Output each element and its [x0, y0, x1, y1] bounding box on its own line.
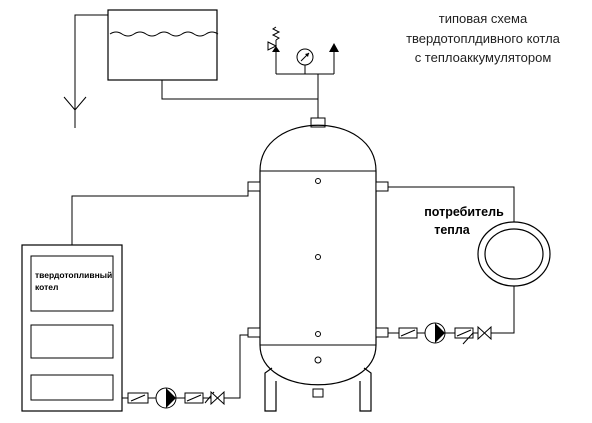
- heat-accumulator-tank: [247, 117, 389, 412]
- boiler-label-line-2: котел: [35, 282, 58, 292]
- sensor-port-bottom: [314, 356, 322, 364]
- nozzle-right-top: [375, 181, 389, 192]
- consumer-check-valve-icon: [462, 332, 474, 345]
- expansion-pipe: [161, 80, 319, 118]
- water-surface-wave: [109, 31, 219, 37]
- nozzle-left-top: [247, 181, 261, 192]
- return-shutoff-valve-icon: [210, 390, 225, 406]
- boiler-supply-pipe: [71, 187, 249, 245]
- overflow-line: [63, 14, 108, 128]
- solid-fuel-boiler: твердотопливный котел: [21, 244, 123, 412]
- boiler-return-pipe: [122, 334, 248, 399]
- consumer-coil-inner: [484, 228, 544, 280]
- caption-line-1: типовая схема: [439, 11, 528, 26]
- pressure-gauge-icon: [296, 48, 314, 74]
- caption-line-2: твердотоплдивного котла: [406, 31, 561, 46]
- drain-nozzle: [312, 388, 324, 398]
- sensor-port-middle: [315, 254, 321, 260]
- return-pump-icon: [155, 387, 177, 409]
- consumer-coil-outer: [477, 221, 551, 287]
- caption-line-3: с теплоаккумулятором: [415, 50, 552, 65]
- consumer-pump-icon: [424, 322, 446, 344]
- boiler-panel-bottom: [30, 374, 114, 401]
- sensor-port-lower: [315, 331, 321, 337]
- expansion-tank-body: [107, 9, 218, 81]
- tank-shell: [259, 124, 377, 386]
- nozzle-left-bottom: [247, 327, 261, 338]
- nozzle-right-bottom: [375, 327, 389, 338]
- consumer-label-line-1: потребитель: [424, 205, 504, 219]
- consumer-label-line-2: тепла: [434, 223, 471, 237]
- sensor-port-top: [315, 178, 321, 184]
- boiler-label-line-1: твердотопливный: [35, 270, 112, 280]
- diagram-caption: типовая схема твердотоплдивного котла с …: [406, 11, 561, 65]
- consumer-return-line: [388, 286, 515, 345]
- safety-group: [267, 26, 339, 99]
- consumer-supply-pipe: [388, 186, 515, 222]
- air-vent-icon: [329, 43, 339, 74]
- drain-funnel-icon: [63, 96, 87, 111]
- tank-leg-left: [264, 367, 277, 412]
- heat-consumer: потребитель тепла: [424, 205, 551, 287]
- top-nozzle: [310, 117, 326, 128]
- overflow-pipe: [74, 14, 108, 128]
- safety-valve-icon: [267, 26, 281, 74]
- tank-leg-right: [359, 367, 372, 412]
- consumer-shutoff-valve-icon: [477, 325, 492, 341]
- expansion-tank: [107, 9, 219, 81]
- boiler-panel-top: [30, 255, 114, 312]
- boiler-panel-middle: [30, 324, 114, 359]
- consumer-return-pipe: [388, 286, 515, 334]
- boiler-return-line: [122, 334, 248, 409]
